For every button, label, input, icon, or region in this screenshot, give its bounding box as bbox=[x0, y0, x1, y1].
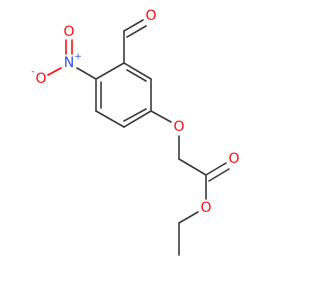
ch2-carbonyl-bond bbox=[178, 158, 207, 176]
aldehyde-oxygen-label: O bbox=[145, 8, 156, 24]
molecule-structure-diagram: O N + O O - O O O bbox=[31, 8, 240, 256]
ring-bond-3 bbox=[123, 110, 152, 128]
nitro-group: N + O O - bbox=[31, 24, 97, 87]
ring-bond-1 bbox=[123, 62, 152, 80]
nitro-c-n-bond bbox=[76, 67, 97, 80]
ring-bond-4 bbox=[95, 110, 125, 128]
ring-bond-6 bbox=[95, 62, 125, 80]
nitro-nitrogen-label: N bbox=[64, 55, 74, 71]
carbonyl-oxygen-label: O bbox=[228, 151, 239, 167]
aldehyde-co-bond-2 bbox=[126, 25, 147, 38]
o-ethyl-bond bbox=[178, 211, 199, 224]
nitro-single-oxygen-charge: - bbox=[31, 67, 34, 77]
ethyl-group bbox=[178, 211, 199, 256]
ring-bond-3-inner bbox=[123, 108, 147, 122]
aldehyde-co-bond-1 bbox=[123, 19, 144, 32]
nitro-double-oxygen-label: O bbox=[63, 24, 74, 40]
nitro-no-single-bond bbox=[47, 67, 62, 76]
ester-oxygen-label: O bbox=[200, 200, 211, 216]
carbonyl-double-bond-2 bbox=[208, 168, 230, 182]
aldehyde-group: O bbox=[123, 8, 157, 64]
carbonyl-double-bond-1 bbox=[205, 162, 227, 176]
nitro-single-oxygen-label: O bbox=[35, 71, 46, 87]
ester-group: O O bbox=[178, 151, 240, 216]
ring-bond-1-inner bbox=[126, 69, 147, 82]
nitro-nitrogen-charge: + bbox=[74, 52, 82, 62]
ether-linkage: O bbox=[150, 110, 185, 160]
ring-o-bond bbox=[150, 110, 172, 123]
ether-oxygen-label: O bbox=[173, 119, 184, 135]
benzene-ring bbox=[95, 62, 152, 128]
